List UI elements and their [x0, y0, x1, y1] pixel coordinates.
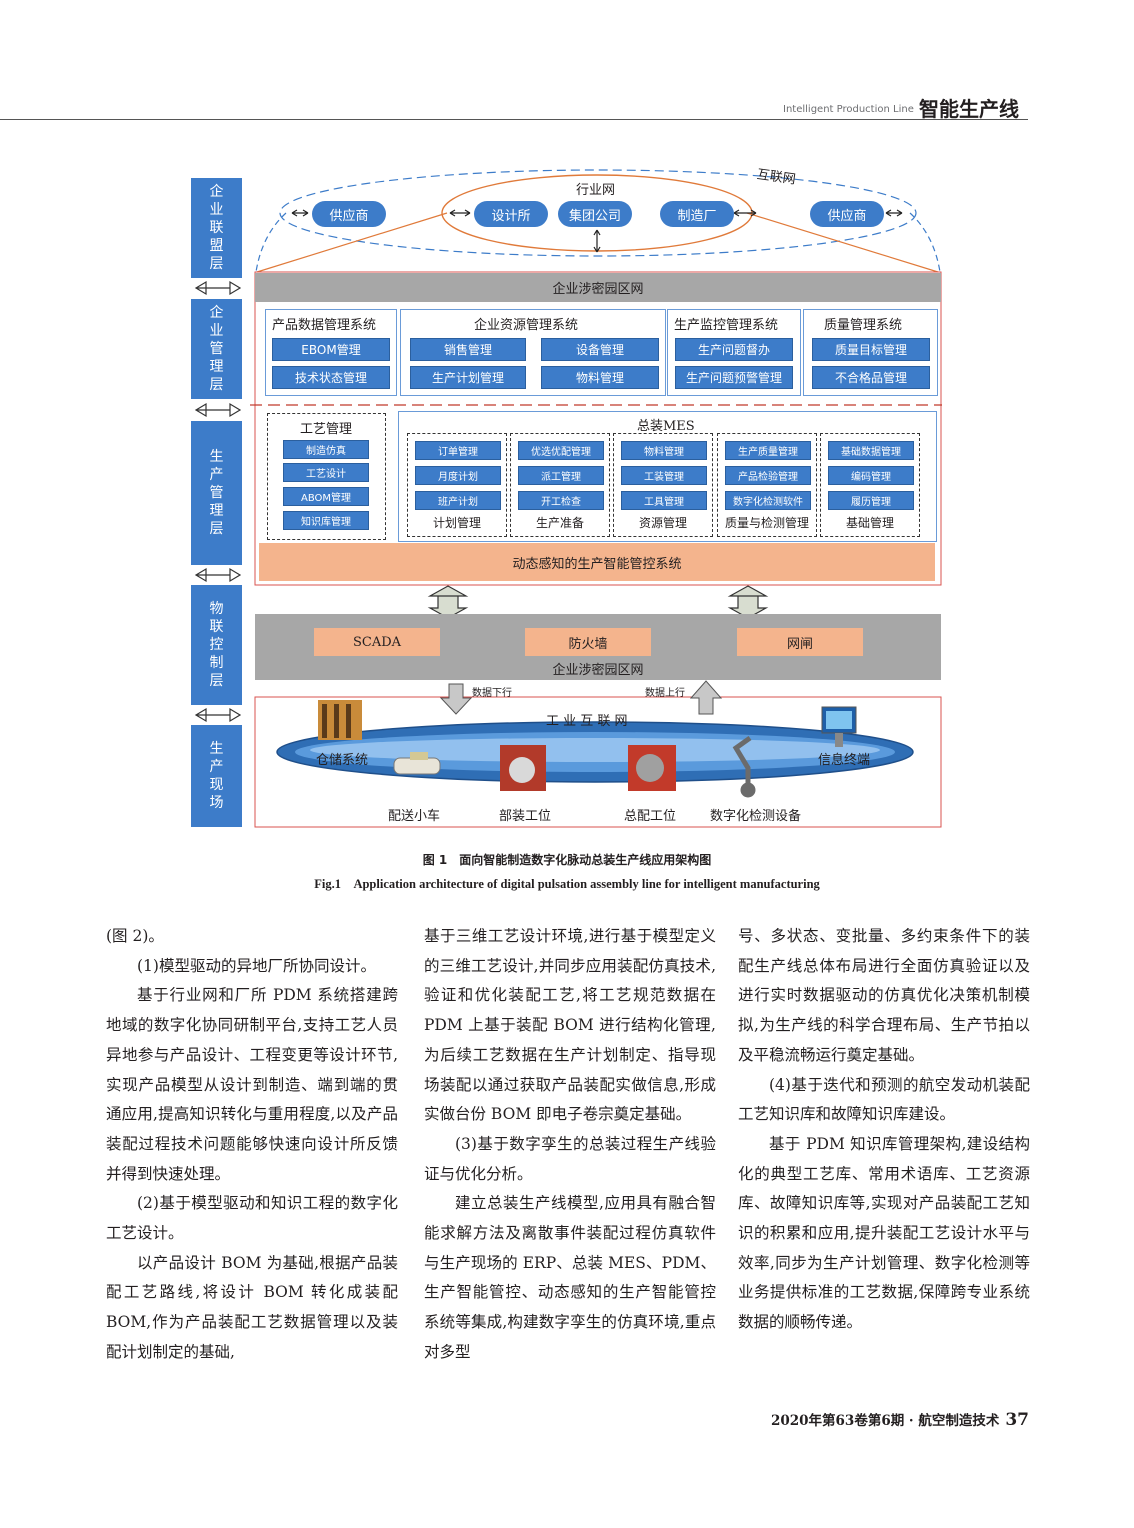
process-item-2: 工艺设计 [283, 463, 369, 482]
production-plan-button: 生产计划管理 [410, 366, 526, 389]
subassembly-label: 部装工位 [499, 805, 551, 824]
process-item-4: 知识库管理 [283, 511, 369, 530]
erp-title: 企业资源管理系统 [474, 314, 578, 333]
text-column-2: 基于三维工艺设计环境,进行基于模型定义的三维工艺设计,并同步应用装配仿真技术,验… [424, 922, 716, 1368]
pdm-title: 产品数据管理系统 [272, 314, 376, 333]
paragraph: 基于三维工艺设计环境,进行基于模型定义的三维工艺设计,并同步应用装配仿真技术,验… [424, 922, 716, 1130]
mes-group-label: 质量与检测管理 [717, 514, 817, 531]
paragraph: 基于行业网和厂所 PDM 系统搭建跨地域的数字化协同研制平台,支持工艺人员异地参… [106, 981, 398, 1189]
mes-item: 基础数据管理 [828, 441, 914, 460]
scada-box: SCADA [314, 628, 440, 656]
warehouse-icon [318, 700, 362, 740]
mes-item: 开工检查 [518, 491, 604, 510]
final-assembly-label: 总配工位 [624, 805, 676, 824]
process-item-1: 制造仿真 [283, 440, 369, 459]
tech-state-button: 技术状态管理 [272, 366, 390, 389]
paragraph: 基于 PDM 知识库管理架构,建设结构化的典型工艺库、常用术语库、工艺资源库、故… [738, 1130, 1030, 1338]
paragraph: 以产品设计 BOM 为基础,根据产品装配工艺路线,将设计 BOM 转化成装配 B… [106, 1249, 398, 1368]
ring-label: 工 业 互 联 网 [546, 710, 628, 729]
mes-item: 优选优配管理 [518, 441, 604, 460]
sales-mgmt-button: 销售管理 [410, 338, 526, 361]
manufacturer: 制造厂 [660, 201, 734, 227]
mes-item: 派工管理 [518, 466, 604, 485]
warehouse-label: 仓储系统 [316, 749, 368, 768]
mes-item: 生产质量管理 [725, 441, 811, 460]
issue-warning-button: 生产问题预警管理 [675, 366, 793, 389]
terminal-label: 信息终端 [818, 749, 870, 768]
inspection-label: 数字化检测设备 [710, 805, 801, 824]
page-number: 37 [1005, 1410, 1029, 1430]
iot-net-label: 企业涉密园区网 [552, 659, 643, 678]
design-institute: 设计所 [474, 201, 548, 227]
nonconforming-button: 不合格品管理 [812, 366, 930, 389]
ebom-button: EBOM管理 [272, 338, 390, 361]
data-down-label: 数据下行 [472, 684, 512, 699]
text-column-1: (图 2)。 (1)模型驱动的异地厂所协同设计。 基于行业网和厂所 PDM 系统… [106, 922, 398, 1368]
mes-item: 履历管理 [828, 491, 914, 510]
process-mgmt-title: 工艺管理 [300, 418, 352, 437]
mes-item: 编码管理 [828, 466, 914, 485]
process-item-3: ABOM管理 [283, 487, 369, 506]
journal-info: 2020年第63卷第6期 · 航空制造技术 [771, 1413, 999, 1429]
quality-target-button: 质量目标管理 [812, 338, 930, 361]
equipment-mgmt-button: 设备管理 [541, 338, 659, 361]
gateway-box: 网闸 [737, 628, 863, 656]
mes-group-label: 计划管理 [407, 514, 507, 531]
mes-item: 工装管理 [621, 466, 707, 485]
mes-item: 数字化检测软件 [725, 491, 811, 510]
mes-item: 工具管理 [621, 491, 707, 510]
subheading: (4)基于迭代和预测的航空发动机装配工艺知识库和故障知识库建设。 [738, 1071, 1030, 1130]
material-mgmt-button: 物料管理 [541, 366, 659, 389]
industry-net-label: 行业网 [576, 179, 615, 198]
figure-caption-en: Fig.1 Application architecture of digita… [0, 873, 1134, 892]
final-assembly-station-icon [628, 745, 676, 791]
mes-title: 总装MES [637, 415, 695, 434]
text-column-3: 号、多状态、变批量、多约束条件下的装配生产线总体布局进行全面仿真验证以及进行实时… [738, 922, 1030, 1338]
quality-title: 质量管理系统 [824, 314, 902, 333]
mes-item: 月度计划 [415, 466, 501, 485]
paragraph: (图 2)。 [106, 922, 398, 952]
page-footer: 2020年第63卷第6期 · 航空制造技术 37 [771, 1409, 1029, 1430]
park-network-top: 企业涉密园区网 [255, 273, 941, 302]
subheading: (3)基于数字孪生的总装过程生产线验证与优化分析。 [424, 1130, 716, 1189]
supplier-right: 供应商 [810, 201, 884, 227]
mes-group-label: 生产准备 [510, 514, 610, 531]
smart-control-bar: 动态感知的生产智能管控系统 [259, 543, 935, 581]
subheading: (1)模型驱动的异地厂所协同设计。 [106, 952, 398, 982]
mes-group-label: 基础管理 [820, 514, 920, 531]
issue-supervise-button: 生产问题督办 [675, 338, 793, 361]
agv-label: 配送小车 [388, 805, 440, 824]
mes-group-label: 资源管理 [613, 514, 713, 531]
group-company: 集团公司 [558, 201, 632, 227]
mes-item: 产品检验管理 [725, 466, 811, 485]
monitor-title: 生产监控管理系统 [674, 314, 778, 333]
architecture-figure: 企业联盟层 企业管理层 生产管理层 物联控制层 生产现场 [0, 0, 1134, 840]
subheading: (2)基于模型驱动和知识工程的数字化工艺设计。 [106, 1189, 398, 1248]
supplier-left: 供应商 [312, 201, 386, 227]
figure-caption-cn: 图 1 面向智能制造数字化脉动总装生产线应用架构图 [0, 851, 1134, 868]
data-up-label: 数据上行 [645, 684, 685, 699]
mes-item: 班产计划 [415, 491, 501, 510]
mes-item: 物料管理 [621, 441, 707, 460]
paragraph: 号、多状态、变批量、多约束条件下的装配生产线总体布局进行全面仿真验证以及进行实时… [738, 922, 1030, 1071]
mes-item: 订单管理 [415, 441, 501, 460]
firewall-box: 防火墙 [525, 628, 651, 656]
paragraph: 建立总装生产线模型,应用具有融合智能求解方法及离散事件装配过程仿真软件与生产现场… [424, 1189, 716, 1367]
subassembly-station-icon [500, 745, 546, 791]
